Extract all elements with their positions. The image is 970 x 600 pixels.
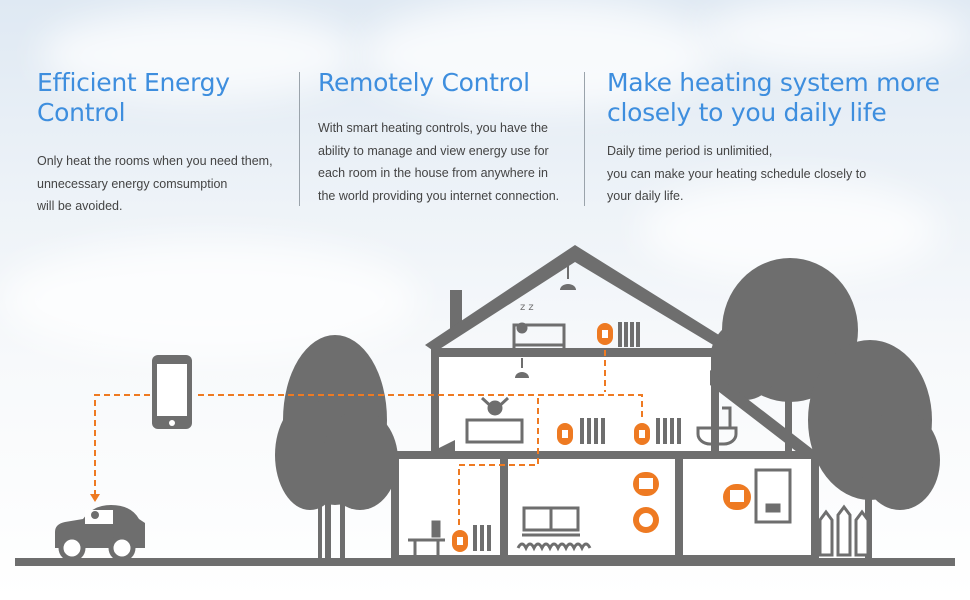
feature-body: Daily time period is unlimitied, you can… (607, 144, 867, 203)
cloud (700, 0, 970, 70)
tree-icon (710, 258, 858, 560)
thermostat-icon (633, 472, 659, 496)
fence-icon (818, 504, 870, 557)
thermostat-icon (452, 530, 468, 552)
feature-title: Make heating system more closely to you … (607, 68, 940, 127)
radiator-icon (656, 418, 681, 444)
thermostat-icon (633, 507, 659, 533)
cloud (360, 0, 720, 110)
bed-icon (512, 322, 566, 352)
radiator-icon (618, 322, 640, 347)
cloud (40, 10, 360, 100)
sleep-zz-icon: z z (520, 302, 534, 313)
feature-body: With smart heating controls, you have th… (318, 121, 560, 203)
tree-icon (275, 335, 398, 560)
bed-icon (465, 396, 524, 444)
radiator-icon (473, 525, 491, 551)
divider (299, 72, 300, 206)
thermostat-icon (557, 423, 573, 445)
feature-title: Efficient Energy Control (37, 68, 230, 127)
radiator-icon (580, 418, 605, 444)
connection-lines (94, 350, 643, 528)
lamp-icon (515, 265, 576, 378)
sofa-icon (516, 506, 592, 552)
divider (584, 72, 585, 206)
feature-daily-life: Make heating system more closely to you … (607, 68, 957, 208)
thermostat-icon (723, 484, 751, 510)
house-icon (391, 245, 820, 563)
tree-icon (808, 340, 940, 560)
feature-remote-control: Remotely Control With smart heating cont… (318, 68, 578, 207)
table-icon (408, 520, 445, 558)
thermostat-icon (634, 423, 650, 445)
car-icon (55, 505, 145, 562)
arrow-icon (90, 494, 100, 502)
feature-body: Only heat the rooms when you need them, … (37, 154, 273, 213)
feature-efficient-energy: Efficient Energy Control Only heat the r… (37, 68, 297, 218)
bathtub-icon (696, 406, 738, 446)
boiler-icon (754, 468, 792, 524)
feature-title: Remotely Control (318, 68, 530, 97)
thermostat-icon (597, 323, 613, 345)
phone-icon (152, 355, 192, 429)
